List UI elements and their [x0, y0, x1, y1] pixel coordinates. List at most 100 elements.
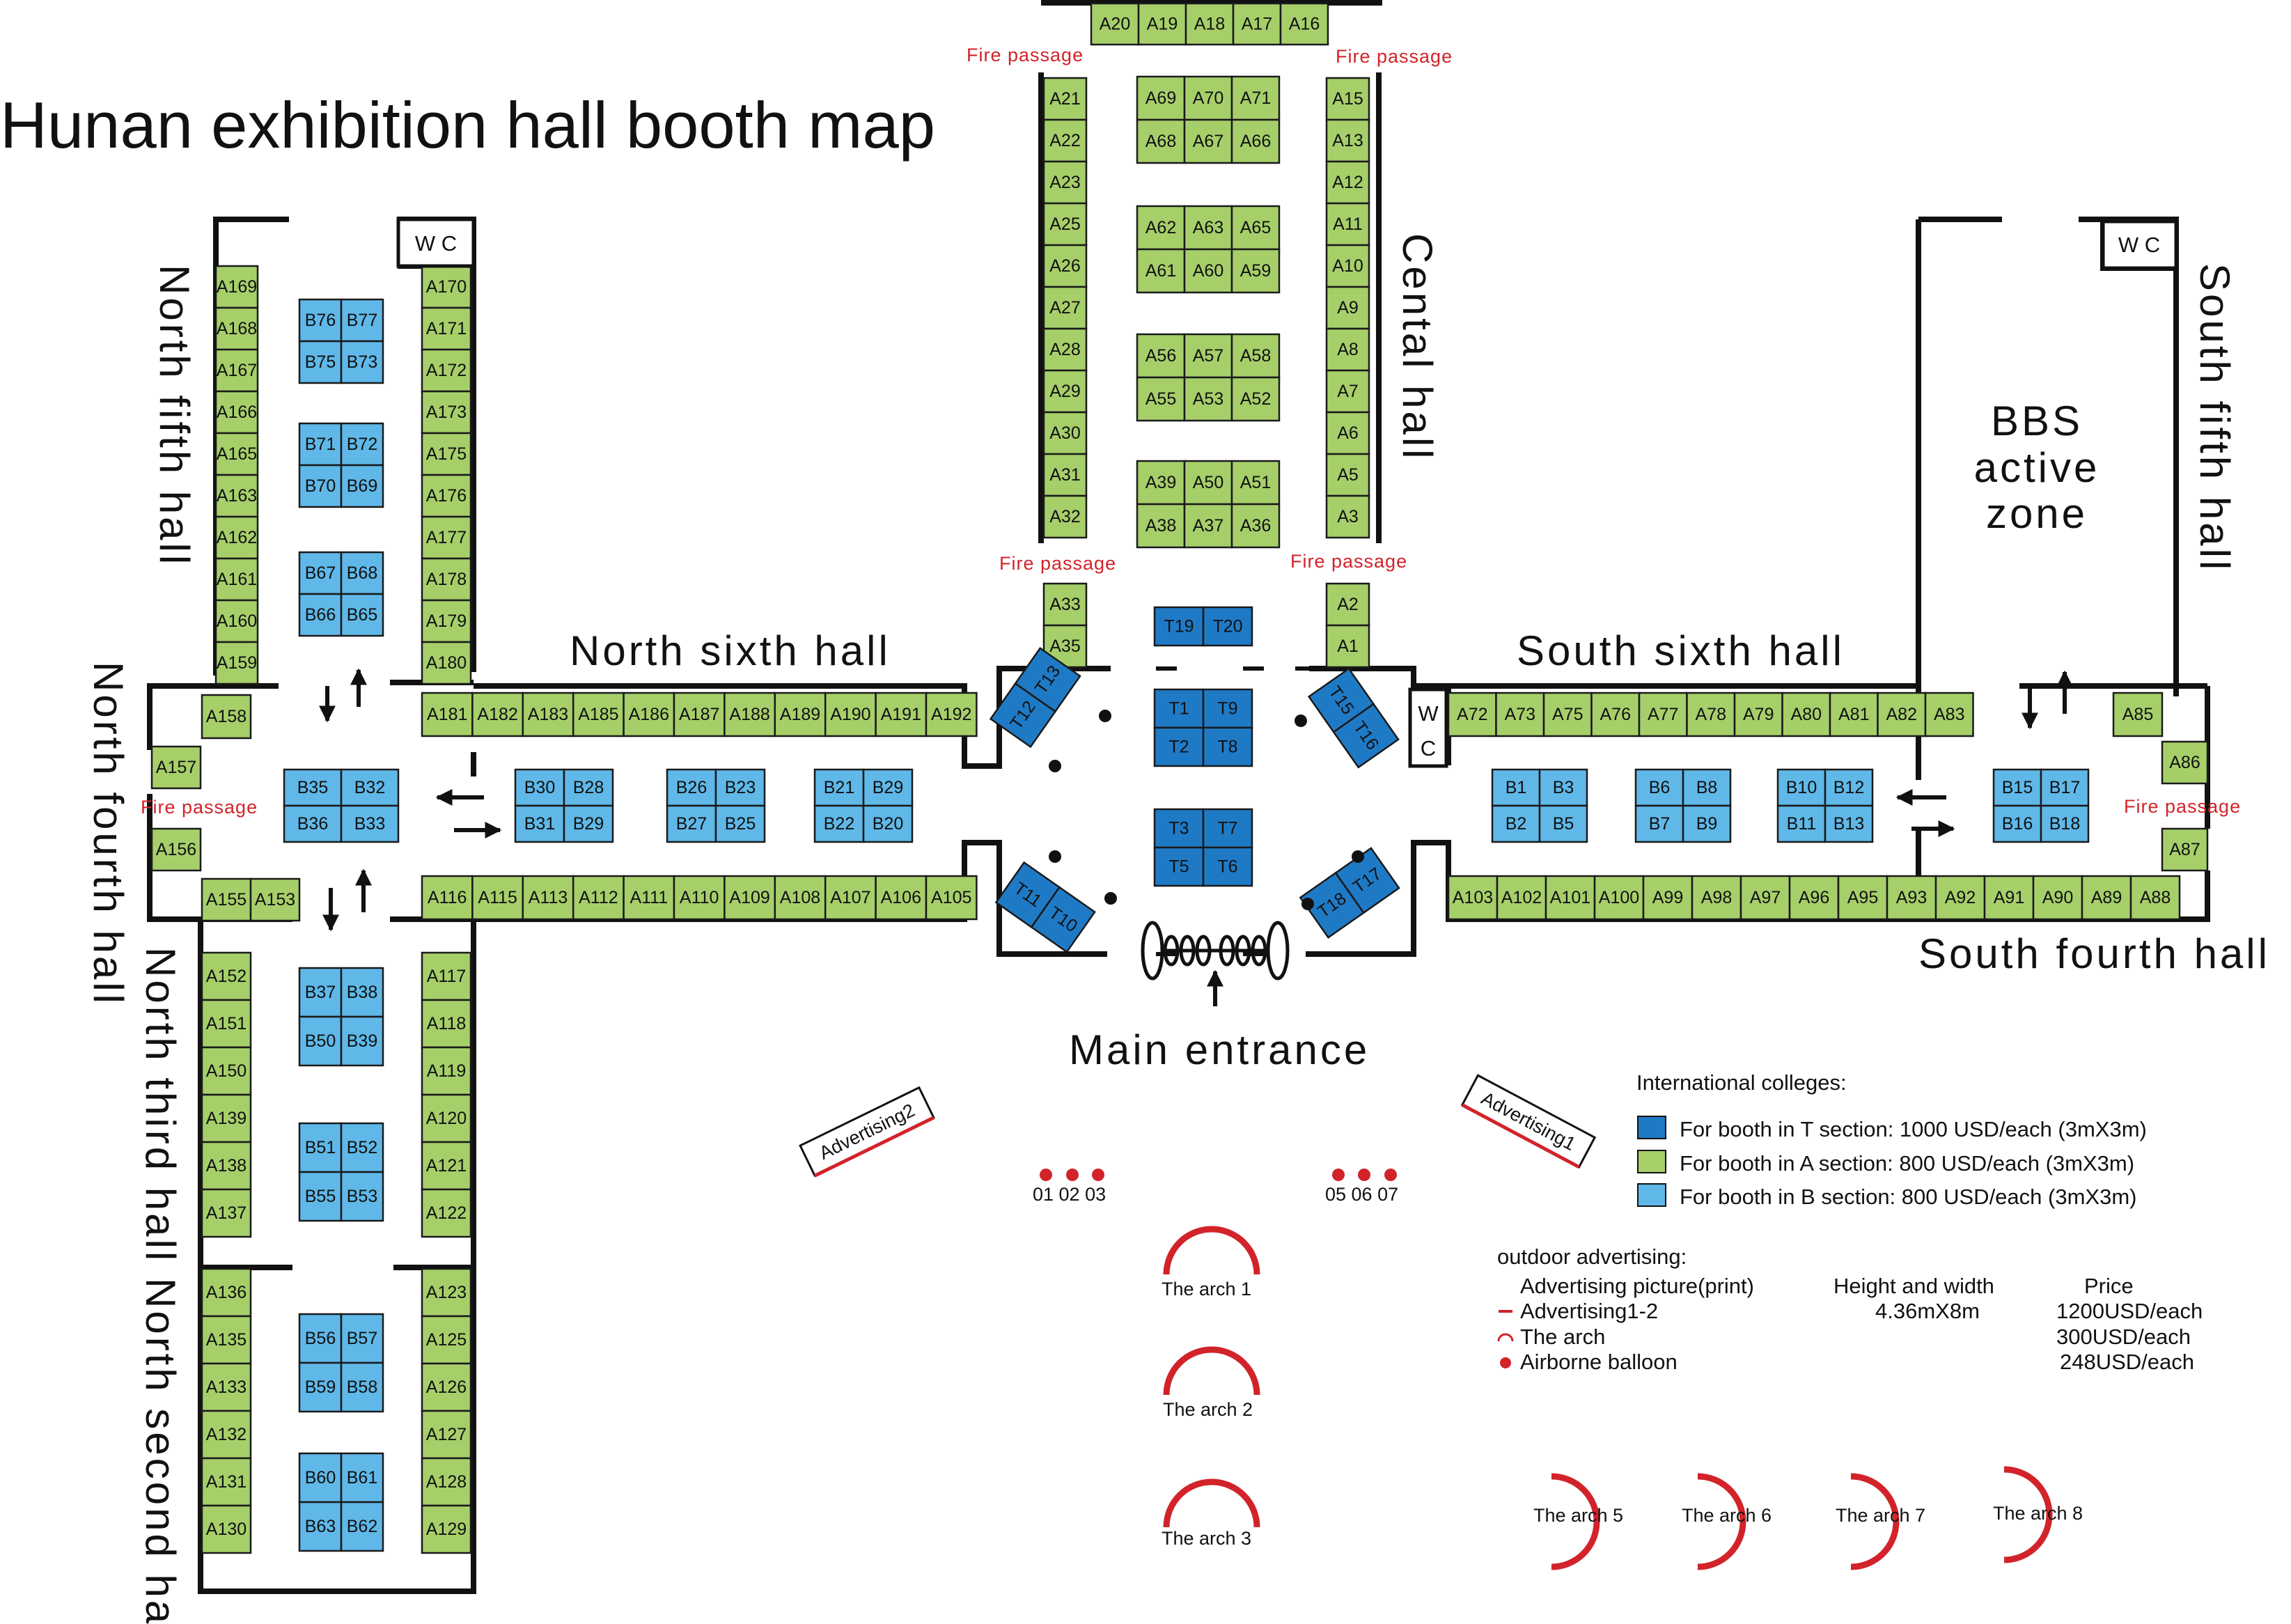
booth[interactable]: A50	[1183, 460, 1233, 506]
booth[interactable]: B62	[340, 1501, 384, 1552]
booth[interactable]: A79	[1733, 692, 1783, 737]
booth[interactable]: A62	[1136, 205, 1186, 251]
booth[interactable]: B39	[340, 1015, 384, 1067]
booth[interactable]: T1	[1153, 688, 1205, 729]
booth[interactable]: A105	[925, 875, 978, 921]
booth[interactable]: B13	[1824, 804, 1874, 843]
booth[interactable]: B63	[298, 1501, 343, 1552]
booth[interactable]: A18	[1184, 2, 1235, 46]
booth[interactable]: B58	[340, 1361, 384, 1413]
booth[interactable]: A167	[214, 348, 259, 393]
booth[interactable]: A28	[1042, 327, 1088, 372]
booth[interactable]: A166	[214, 390, 259, 435]
booth[interactable]: A25	[1042, 202, 1088, 247]
booth[interactable]: A118	[421, 999, 472, 1049]
booth[interactable]: B67	[298, 551, 343, 595]
booth[interactable]: A176	[421, 474, 472, 518]
booth[interactable]: B77	[340, 298, 384, 343]
booth[interactable]: A130	[201, 1504, 252, 1554]
booth[interactable]: A72	[1447, 692, 1497, 737]
booth[interactable]: A178	[421, 557, 472, 602]
booth[interactable]: A81	[1829, 692, 1879, 737]
booth[interactable]: A138	[201, 1141, 252, 1191]
booth[interactable]: B17	[2040, 768, 2090, 807]
booth[interactable]: T13	[1014, 646, 1081, 713]
booth[interactable]: A129	[421, 1504, 472, 1554]
booth[interactable]: A115	[471, 875, 524, 921]
booth[interactable]: A168	[214, 306, 259, 351]
booth[interactable]: A165	[214, 432, 259, 476]
booth[interactable]: A89	[2081, 875, 2132, 921]
booth[interactable]: B16	[1992, 804, 2042, 843]
booth[interactable]: A187	[673, 692, 726, 737]
booth[interactable]: A13	[1325, 118, 1370, 163]
booth[interactable]: B71	[298, 422, 343, 467]
booth[interactable]: A136	[201, 1267, 252, 1318]
booth[interactable]: A8	[1325, 327, 1370, 372]
booth[interactable]: A150	[201, 1046, 252, 1096]
booth[interactable]: A51	[1230, 460, 1281, 506]
booth[interactable]: B75	[298, 340, 343, 384]
booth[interactable]: A19	[1137, 2, 1187, 46]
booth[interactable]: B70	[298, 464, 343, 508]
booth[interactable]: B32	[340, 768, 400, 807]
booth[interactable]: T19	[1153, 606, 1205, 647]
booth[interactable]: A6	[1325, 411, 1370, 455]
booth[interactable]: B68	[340, 551, 384, 595]
booth[interactable]: A2	[1325, 582, 1370, 627]
booth[interactable]: B65	[340, 593, 384, 637]
booth[interactable]: B33	[340, 804, 400, 843]
booth[interactable]: B53	[340, 1171, 384, 1222]
booth[interactable]: A73	[1495, 692, 1545, 737]
booth[interactable]: T8	[1202, 726, 1253, 767]
booth[interactable]: A158	[201, 694, 252, 740]
booth[interactable]: A23	[1042, 160, 1088, 205]
booth[interactable]: A155	[201, 877, 252, 922]
booth[interactable]: A153	[249, 877, 301, 922]
booth[interactable]: A26	[1042, 244, 1088, 288]
booth[interactable]: B7	[1634, 804, 1684, 843]
booth[interactable]: B10	[1776, 768, 1827, 807]
booth[interactable]: A17	[1232, 2, 1282, 46]
booth[interactable]: A88	[2129, 875, 2181, 921]
booth[interactable]: A12	[1325, 160, 1370, 205]
booth[interactable]: A123	[421, 1267, 472, 1318]
booth[interactable]: A55	[1136, 376, 1186, 422]
booth[interactable]: A173	[421, 390, 472, 435]
booth[interactable]: A139	[201, 1093, 252, 1143]
booth[interactable]: A15	[1325, 77, 1370, 121]
booth[interactable]: A31	[1042, 453, 1088, 497]
booth[interactable]: A63	[1183, 205, 1233, 251]
booth[interactable]: A59	[1230, 248, 1281, 294]
booth[interactable]: B36	[283, 804, 343, 843]
booth[interactable]: A95	[1837, 875, 1889, 921]
booth[interactable]: T9	[1202, 688, 1253, 729]
booth[interactable]: A70	[1183, 75, 1233, 121]
booth[interactable]: A53	[1183, 376, 1233, 422]
booth[interactable]: B21	[813, 768, 865, 807]
booth[interactable]: A29	[1042, 369, 1088, 414]
booth[interactable]: A27	[1042, 286, 1088, 330]
booth[interactable]: B73	[340, 340, 384, 384]
booth[interactable]: A122	[421, 1188, 472, 1238]
booth[interactable]: B29	[563, 804, 614, 843]
booth[interactable]: B15	[1992, 768, 2042, 807]
booth[interactable]: A61	[1136, 248, 1186, 294]
booth[interactable]: B35	[283, 768, 343, 807]
booth[interactable]: B1	[1491, 768, 1541, 807]
booth[interactable]: T2	[1153, 726, 1205, 767]
booth[interactable]: A170	[421, 265, 472, 309]
booth[interactable]: B56	[298, 1313, 343, 1364]
booth[interactable]: A78	[1686, 692, 1736, 737]
booth[interactable]: A57	[1183, 333, 1233, 379]
booth[interactable]: A90	[2032, 875, 2083, 921]
booth[interactable]: A32	[1042, 494, 1088, 539]
booth[interactable]: A162	[214, 515, 259, 560]
booth[interactable]: B52	[340, 1122, 384, 1173]
booth[interactable]: A65	[1230, 205, 1281, 251]
booth[interactable]: A177	[421, 515, 472, 560]
booth[interactable]: A151	[201, 999, 252, 1049]
booth[interactable]: T16	[1332, 703, 1400, 769]
booth[interactable]: A156	[150, 827, 202, 872]
booth[interactable]: B61	[340, 1452, 384, 1504]
